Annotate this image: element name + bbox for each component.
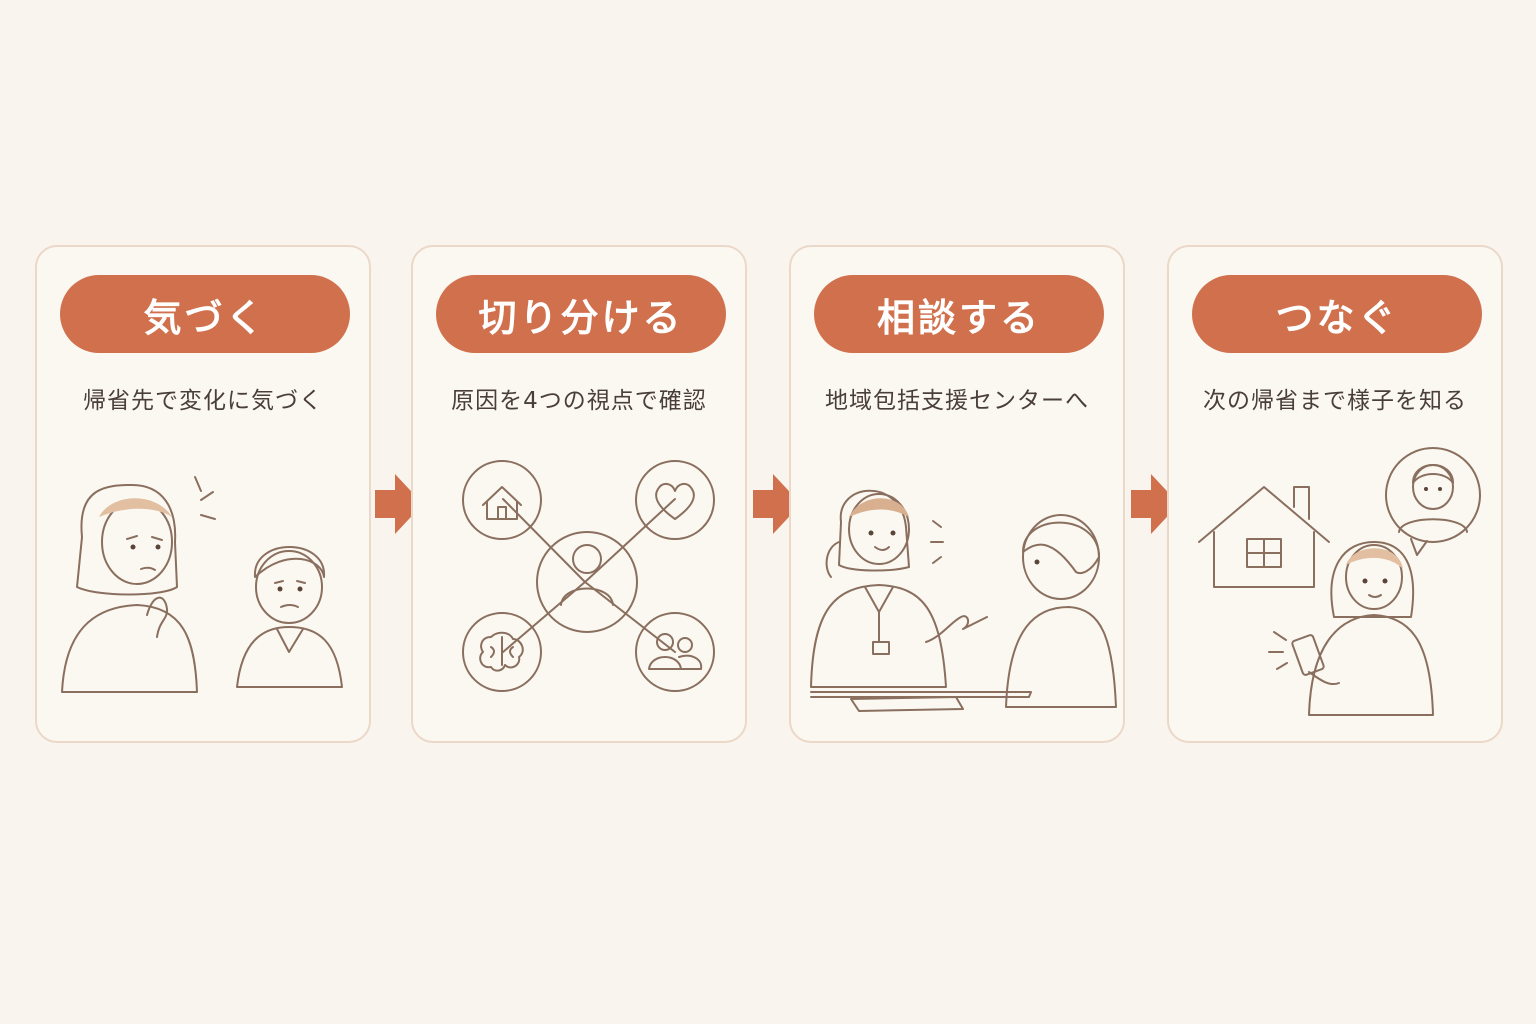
house-icon	[1198, 486, 1330, 588]
step-description: 地域包括支援センターへ	[825, 388, 1089, 414]
step-title: 相談する	[814, 275, 1104, 353]
arrow-right-icon	[753, 474, 801, 534]
person-icon	[560, 544, 614, 606]
heart-icon	[655, 483, 695, 520]
step-card-connect: つなぐ 次の帰省まで様子を知る	[1167, 245, 1503, 743]
step-description: 次の帰省まで様子を知る	[1203, 388, 1467, 414]
step-card-separate: 切り分ける 原因を4つの視点で確認	[411, 245, 747, 743]
people-icon	[648, 633, 703, 670]
arrow-right-icon	[1131, 474, 1179, 534]
step-title: 気づく	[60, 275, 350, 353]
step-title: 切り分ける	[436, 275, 726, 353]
notice-illustration	[61, 476, 343, 693]
step-description: 帰省先で変化に気づく	[83, 388, 323, 414]
step-card-notice: 気づく 帰省先で変化に気づく	[35, 245, 371, 743]
four-viewpoints-diagram	[462, 460, 715, 692]
step-title: つなぐ	[1192, 275, 1482, 353]
arrow-right-icon	[375, 474, 423, 534]
consultation-illustration	[810, 489, 1117, 712]
step-description: 原因を4つの視点で確認	[451, 388, 707, 414]
brain-icon	[479, 631, 524, 672]
house-icon	[482, 486, 522, 520]
step-card-consult: 相談する 地域包括支援センターへ	[789, 245, 1125, 743]
connect-illustration	[1198, 447, 1481, 716]
